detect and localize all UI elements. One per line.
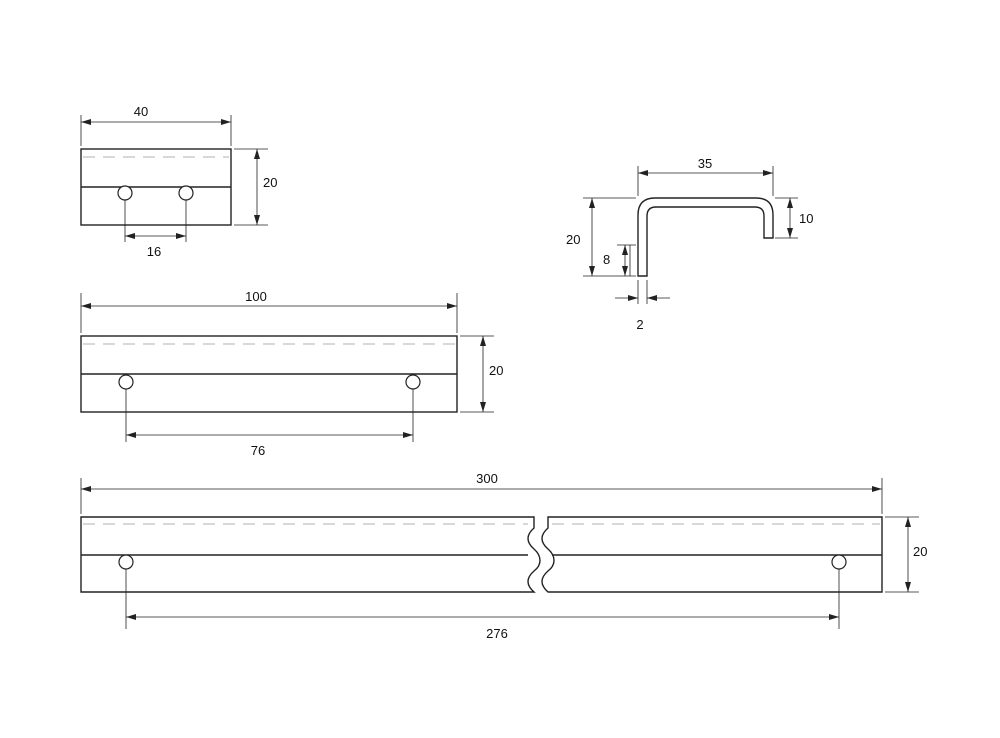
medium-height-dimension: 20: [460, 335, 503, 413]
small-height-label: 20: [263, 175, 277, 190]
medium-handle-view: [80, 335, 458, 413]
small-width-label: 40: [134, 104, 148, 119]
small-hole-spacing-label: 16: [147, 244, 161, 259]
small-handle-hole-left: [117, 185, 133, 201]
profile-width-label: 35: [698, 156, 712, 171]
profile-channel-shape: [637, 197, 774, 277]
large-handle-hole-left: [118, 554, 134, 570]
large-hole-spacing-label: 276: [486, 626, 508, 641]
small-hole-spacing-dimension: 16: [124, 200, 187, 259]
medium-handle-hole-right: [405, 374, 421, 390]
profile-thickness-dimension: 2: [615, 280, 670, 332]
small-handle-hole-right: [178, 185, 194, 201]
medium-hole-spacing-dimension: 76: [125, 389, 414, 458]
medium-height-label: 20: [489, 363, 503, 378]
profile-width-dimension: 35: [637, 156, 774, 196]
medium-hole-spacing-label: 76: [251, 443, 265, 458]
profile-inner-label: 8: [603, 252, 610, 267]
profile-inner-dimension: 8: [603, 244, 636, 276]
large-height-dimension: 20: [885, 516, 927, 593]
small-width-dimension: 40: [80, 104, 232, 146]
large-handle-view: [80, 516, 883, 593]
profile-height-dimension: 20: [566, 197, 636, 277]
medium-handle-hole-left: [118, 374, 134, 390]
profile-height-label: 20: [566, 232, 580, 247]
large-handle-hole-right: [831, 554, 847, 570]
profile-lip-dimension: 10: [775, 197, 813, 239]
large-handle-right-segment: [541, 516, 883, 593]
profile-section-view: [637, 197, 774, 277]
profile-thickness-label: 2: [636, 317, 643, 332]
large-handle-left-segment: [80, 516, 541, 593]
large-hole-spacing-dimension: 276: [125, 569, 840, 641]
small-handle-view: [80, 148, 232, 226]
large-width-label: 300: [476, 471, 498, 486]
large-height-label: 20: [913, 544, 927, 559]
small-height-dimension: 20: [234, 148, 277, 226]
medium-width-dimension: 100: [80, 289, 458, 333]
profile-lip-label: 10: [799, 211, 813, 226]
medium-width-label: 100: [245, 289, 267, 304]
large-width-dimension: 300: [80, 471, 883, 514]
